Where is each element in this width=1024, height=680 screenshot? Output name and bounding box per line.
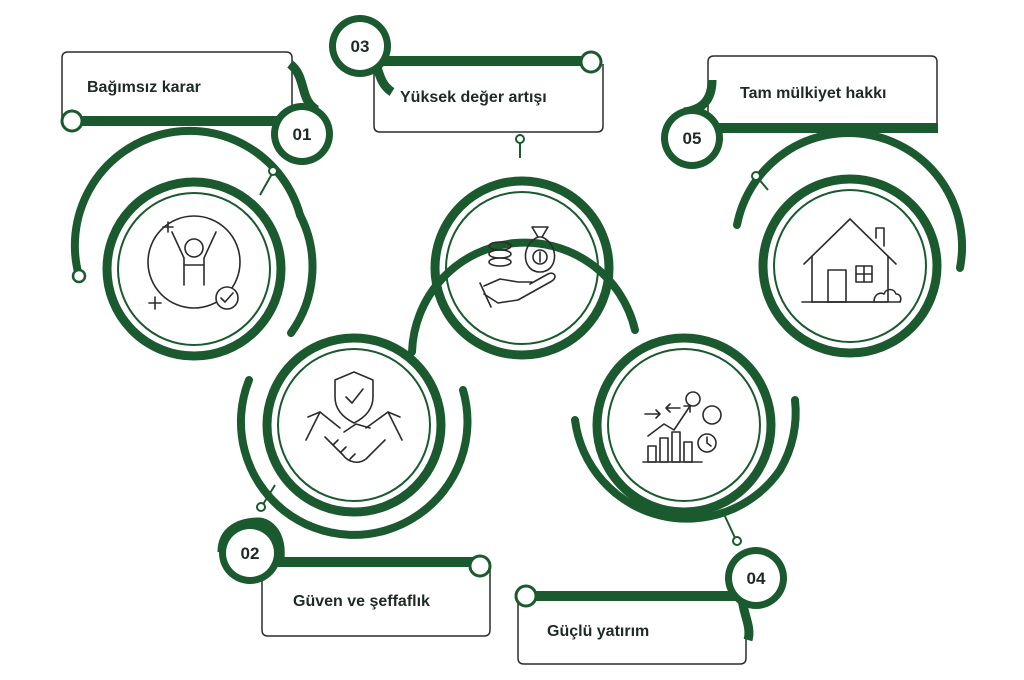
step-circle-04 [592,333,776,517]
step-card-02: 02 Güven ve şeffaflık [217,517,492,637]
step-card-01: 01 Bağımsız karar [60,51,333,165]
step-label-01: Bağımsız karar [87,79,201,96]
step-circle-05 [758,174,942,358]
step-card-03: 03 Yüksek değer artışı [329,15,604,133]
step-circle-02 [262,333,446,517]
step-number-02: 02 [241,544,260,563]
step-circle-01 [102,177,286,361]
celebrating-person-check-icon [147,215,241,310]
house-icon [801,218,902,303]
step-card-05: 05 Tam mülkiyet hakkı [661,55,938,169]
step-circle-03 [430,176,614,360]
step-label-02: Güven ve şeffaflık [293,593,430,610]
money-bag-hand-icon [479,226,556,308]
step-label-03: Yüksek değer artışı [400,89,547,106]
growth-chart-coins-icon [642,391,722,463]
step-number-03: 03 [351,37,370,56]
handshake-shield-icon [305,371,403,464]
step-number-04: 04 [747,569,766,588]
step-label-05: Tam mülkiyet hakkı [740,85,886,102]
step-card-04: 04 Güçlü yatırım [514,547,787,665]
step-number-05: 05 [683,129,702,148]
pin-markers [71,134,769,546]
step-number-01: 01 [293,125,312,144]
step-label-04: Güçlü yatırım [547,623,649,640]
